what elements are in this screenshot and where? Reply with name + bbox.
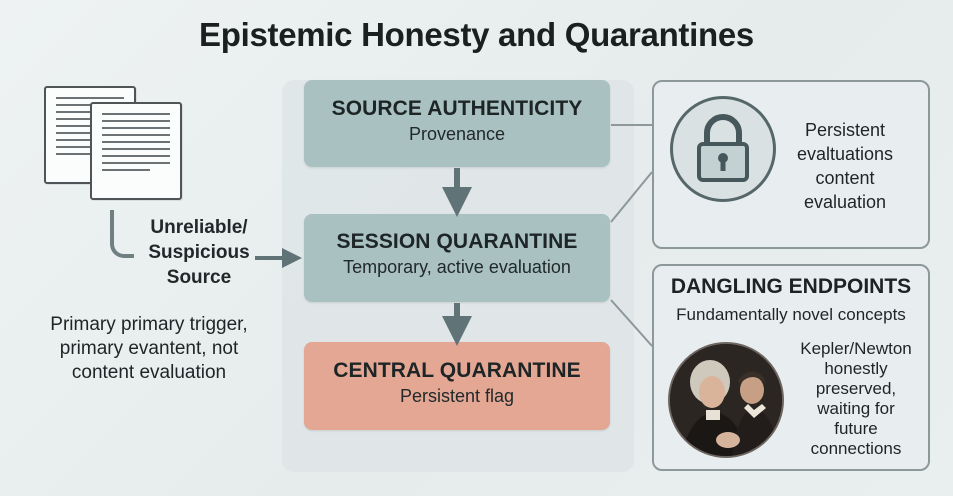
box-subtitle: Provenance — [408, 124, 506, 144]
source-connector — [110, 210, 134, 258]
link-session-to-dangling — [610, 299, 653, 347]
source-label: Unreliable/ Suspicious Source — [148, 217, 250, 288]
box-heading: SOURCE AUTHENTICITY — [331, 97, 583, 120]
session-quarantine-box: SESSION QUARANTINE Temporary, active eva… — [304, 214, 610, 302]
lock-icon — [670, 96, 776, 202]
box-subtitle: Temporary, active evaluation — [343, 257, 571, 277]
scientists-portrait — [668, 342, 784, 458]
dangling-endpoints-subtitle: Fundamentally novel concepts — [676, 305, 906, 324]
diagram-title: Epistemic Honesty and Quarantines — [199, 16, 754, 53]
link-session-to-panel — [610, 171, 653, 223]
document-front — [90, 102, 182, 200]
box-heading: SESSION QUARANTINE — [336, 230, 578, 253]
source-authenticity-box: SOURCE AUTHENTICITY Provenance — [304, 80, 610, 167]
dangling-endpoints-text: Kepler/Newton honestly preserved, waitin… — [800, 339, 912, 458]
source-note: Primary primary trigger, primary evanten… — [50, 314, 248, 383]
box-heading: CENTRAL QUARANTINE — [333, 359, 581, 382]
central-quarantine-box: CENTRAL QUARANTINE Persistent flag — [304, 342, 610, 430]
persistent-panel-text: Persistent evaltuations content evaluati… — [796, 120, 894, 212]
documents-icon — [40, 82, 190, 202]
box-subtitle: Persistent flag — [399, 386, 515, 406]
dangling-endpoints-heading: DANGLING ENDPOINTS — [670, 275, 912, 298]
